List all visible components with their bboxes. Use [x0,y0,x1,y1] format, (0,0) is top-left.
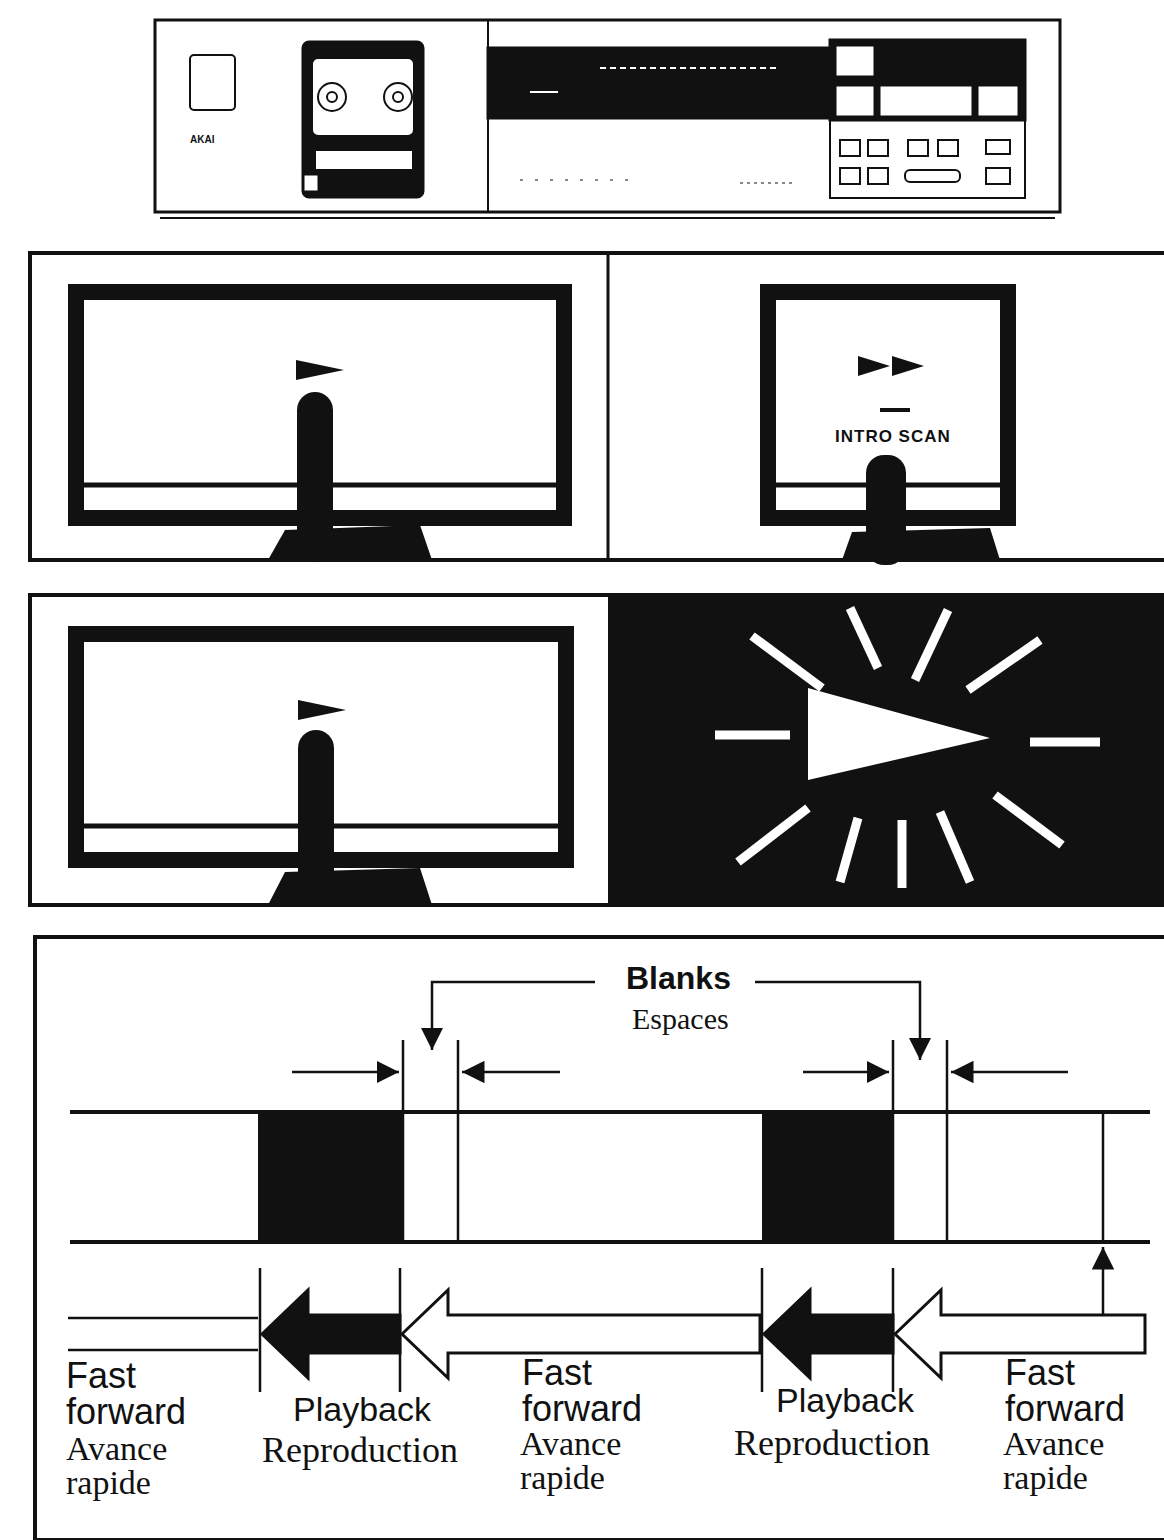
step-panels [30,595,1164,905]
segment-label: Fast forward [1005,1355,1155,1427]
segment-label: Fast forward [522,1355,682,1427]
segment-label: Reproduction [262,1432,458,1468]
brand-name: AKAI [190,135,214,145]
segment-label: Fast forward [66,1358,226,1430]
screen-text: INTRO SCAN [833,428,953,445]
vcr-illustration [155,20,1060,218]
segment-label: Reproduction [734,1425,930,1461]
segment-label: Avance rapide [66,1432,226,1500]
callout-label: Blanks [626,962,731,994]
segment-label: Avance rapide [1003,1427,1153,1495]
playback-arrow [262,1290,400,1378]
playback-arrow [764,1290,893,1378]
step-panels [30,253,1164,565]
segment-label: Playback [293,1392,431,1426]
intro-scan-diagram [35,937,1164,1540]
callout-label: Espaces [632,1004,729,1034]
segment-label: Playback [776,1383,914,1417]
segment-label: Avance rapide [520,1427,680,1495]
